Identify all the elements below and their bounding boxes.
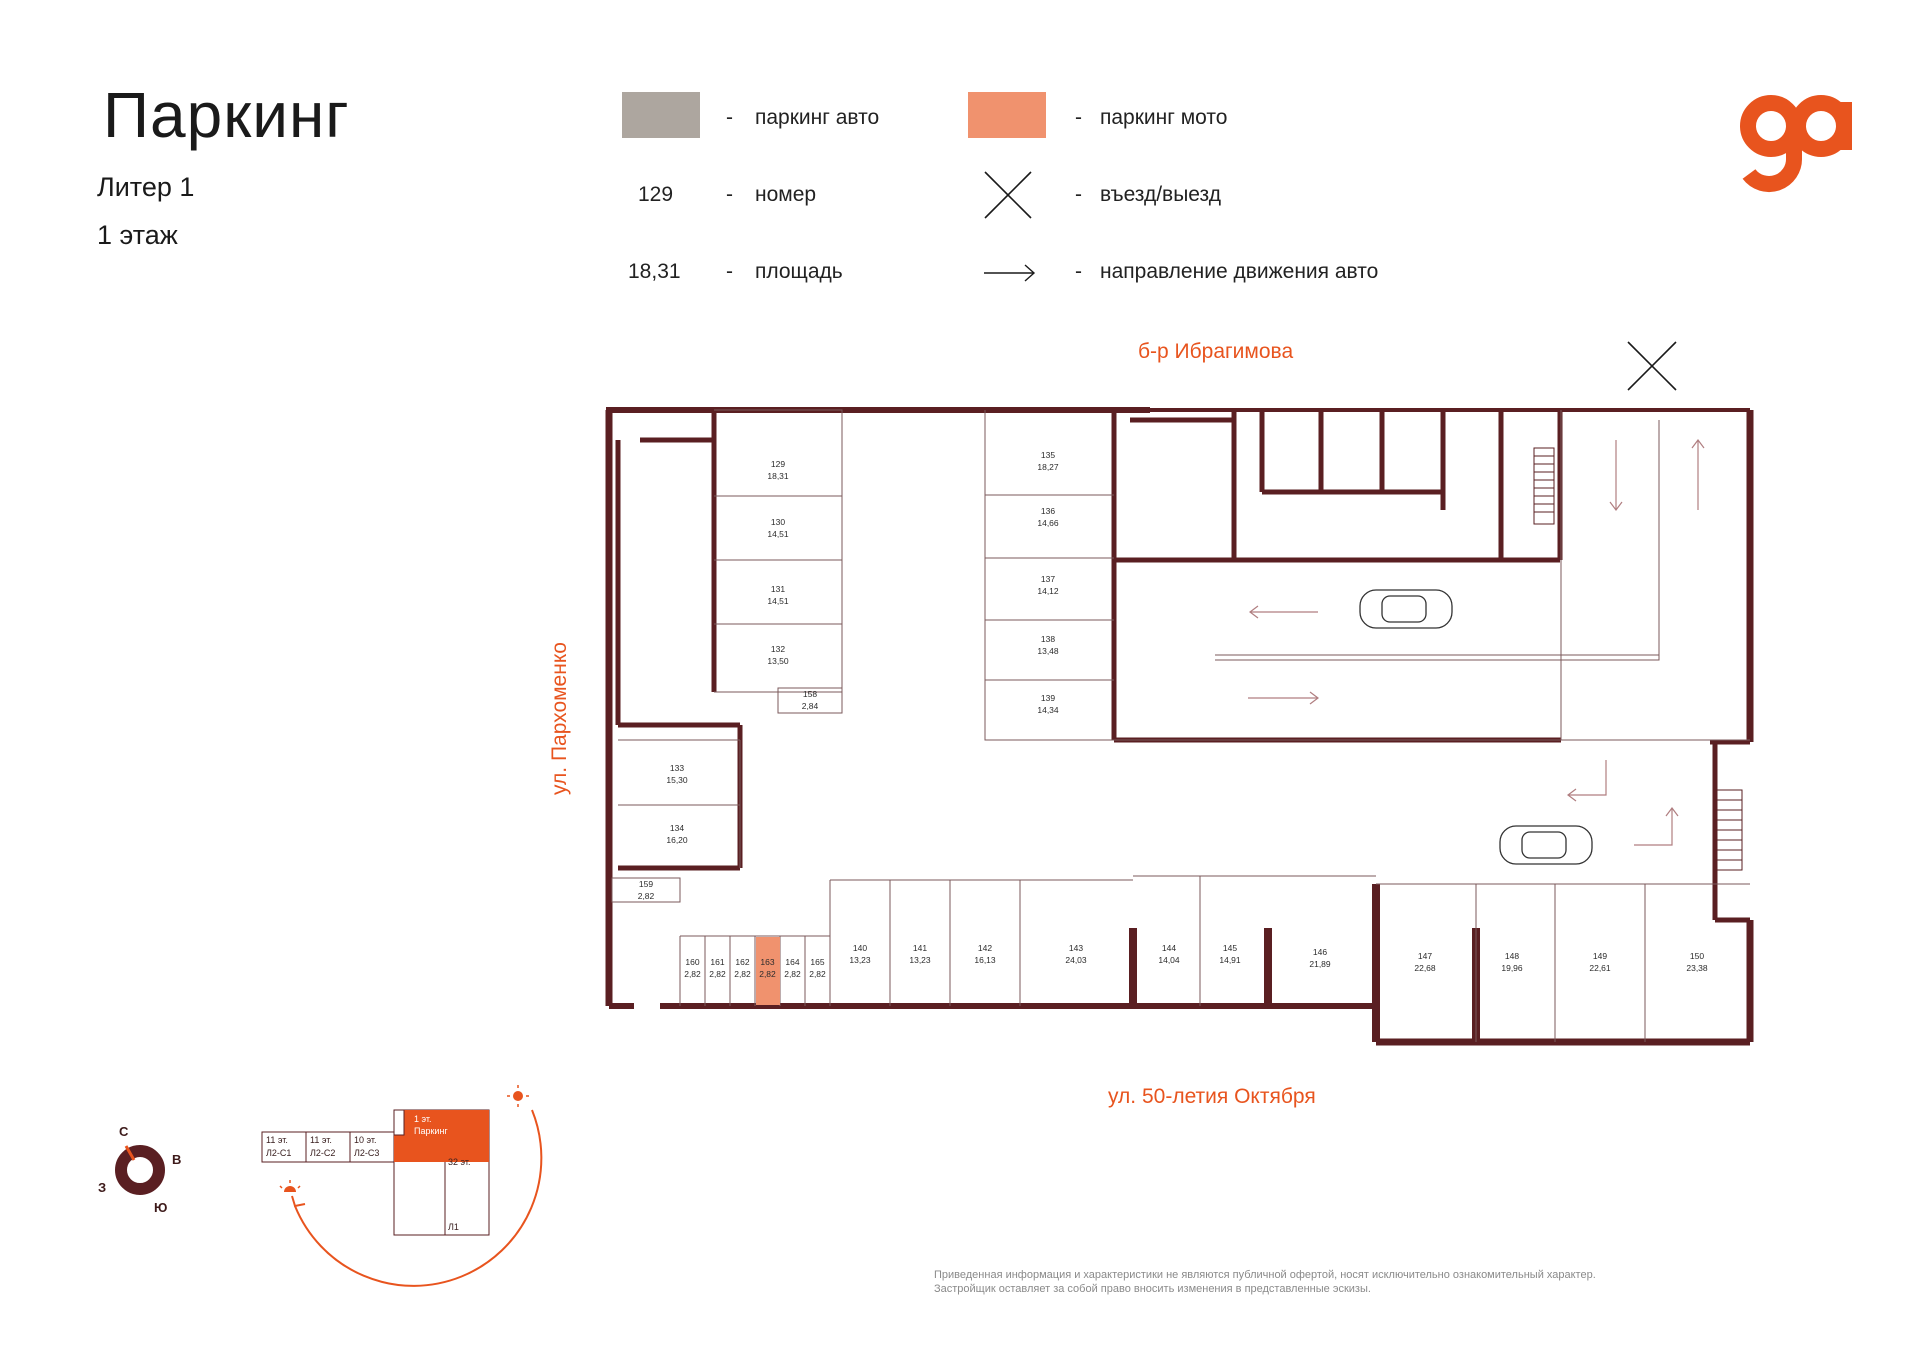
street-south-label: ул. 50-летия Октября — [1108, 1085, 1316, 1108]
car-parking-swatch — [622, 92, 700, 138]
floor-label: 1 этаж — [97, 220, 178, 250]
minimap-b3-floors: 10 эт. — [354, 1135, 377, 1145]
legend-dash: - — [1075, 106, 1082, 129]
page-title: Паркинг — [103, 79, 350, 151]
disclaimer-line-2: Застройщик оставляет за собой право внос… — [934, 1283, 1371, 1295]
legend-area-example: 18,31 — [628, 260, 681, 283]
entrance-cross-icon — [984, 171, 1032, 219]
minimap-b2-name: Л2-С2 — [310, 1148, 336, 1158]
minimap-parking-floor: 1 эт. — [414, 1114, 432, 1124]
compass-icon — [115, 1145, 165, 1195]
minimap-tower-name: Л1 — [448, 1222, 459, 1232]
legend-dash: - — [726, 106, 733, 129]
minimap-b1-floors: 11 эт. — [266, 1135, 288, 1145]
car-icon — [1359, 589, 1593, 865]
minimap-parking-label: Паркинг — [414, 1126, 448, 1136]
minimap-b1-name: Л2-С1 — [266, 1148, 292, 1158]
legend-number-label: номер — [755, 183, 817, 206]
compass-south: Ю — [154, 1200, 168, 1215]
disclaimer-line-1: Приведенная информация и характеристики … — [934, 1269, 1596, 1281]
compass-north: С — [119, 1124, 129, 1139]
minimap-tower-floors: 32 эт. — [448, 1157, 471, 1167]
legend-dash: - — [726, 260, 733, 283]
legend-dash: - — [726, 183, 733, 206]
direction-arrow-icon — [984, 264, 1036, 282]
sunset-icon — [284, 1186, 296, 1192]
compass-west: З — [98, 1180, 107, 1195]
legend-dash: - — [1075, 183, 1082, 206]
legend-number-example: 129 — [638, 183, 674, 206]
legend-direction-label: направление движения авто — [1100, 260, 1379, 283]
sun-icon — [513, 1091, 523, 1101]
street-north-label: б-р Ибрагимова — [1138, 340, 1294, 363]
minimap-b2-floors: 11 эт. — [310, 1135, 332, 1145]
minimap-b3-name: Л2-С3 — [354, 1148, 380, 1158]
legend-moto-parking: паркинг мото — [1100, 106, 1228, 129]
brand-logo — [1740, 95, 1852, 193]
legend-dash: - — [1075, 260, 1082, 283]
moto-lot-163 — [756, 937, 780, 1005]
legend-area-label: площадь — [755, 260, 843, 283]
legend-entrance-label: въезд/выезд — [1100, 183, 1221, 206]
liter-label: Литер 1 — [97, 172, 195, 202]
disclaimer: Приведенная информация и характеристики … — [934, 1268, 1596, 1296]
site-minimap — [261, 1085, 543, 1287]
compass-east: В — [172, 1152, 182, 1167]
legend-car-parking: паркинг авто — [755, 106, 880, 129]
moto-parking-swatch — [968, 92, 1046, 138]
